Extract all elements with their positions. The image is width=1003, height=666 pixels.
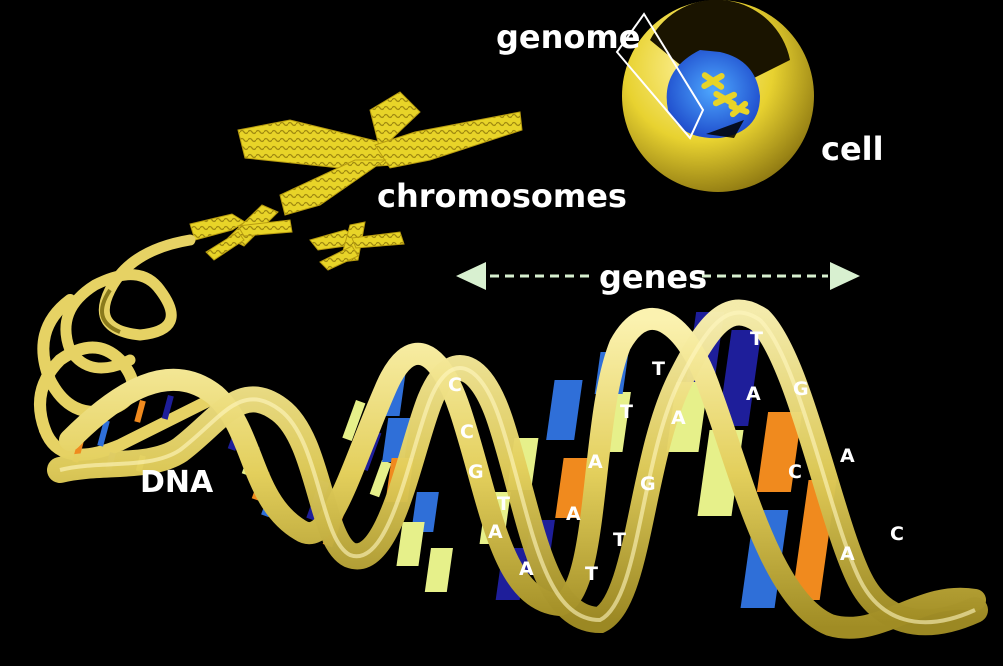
cell-illustration	[615, 0, 814, 192]
chromosomes-label: chromosomes	[377, 177, 627, 215]
base-letter: T	[620, 401, 633, 423]
helix-strand-back	[59, 308, 986, 639]
base-letter: A	[488, 521, 503, 543]
base-letter: A	[840, 543, 855, 565]
coiled-dna-tail	[34, 234, 216, 461]
base-block	[396, 522, 425, 566]
base-letter: T	[652, 358, 665, 380]
base-pair-rung	[342, 400, 366, 442]
base-letter: T	[613, 529, 626, 551]
base-letter: C	[460, 421, 474, 443]
base-block	[546, 380, 583, 440]
base-pair-rung	[134, 400, 146, 423]
base-block	[718, 330, 762, 426]
large-chromosome	[237, 91, 523, 216]
base-letter: T	[497, 493, 510, 515]
base-letter: T	[585, 563, 598, 585]
base-block	[424, 548, 453, 592]
base-pair-rung	[369, 460, 392, 498]
base-letter: A	[840, 445, 855, 467]
genome-label: genome	[496, 18, 640, 56]
cell-label: cell	[821, 130, 884, 168]
base-letter: A	[519, 558, 534, 580]
base-letter: G	[793, 378, 809, 400]
base-letter: C	[788, 461, 802, 483]
nucleus-chromosomes	[701, 72, 750, 118]
base-letter: C	[890, 523, 904, 545]
genes-arrow	[456, 262, 860, 290]
base-letter: A	[746, 383, 761, 405]
base-letter: G	[468, 461, 484, 483]
small-chromosome-2	[309, 221, 405, 271]
base-letter: T	[750, 328, 763, 350]
base-pair-rung	[97, 420, 110, 447]
small-chromosome-1	[189, 204, 293, 261]
base-letter: A	[671, 407, 686, 429]
base-letter: C	[448, 374, 462, 396]
base-letter: A	[588, 451, 603, 473]
base-block	[756, 412, 803, 492]
genes-label: genes	[599, 258, 707, 296]
base-pair-rung	[161, 395, 174, 420]
base-letter: A	[566, 503, 581, 525]
dna-double-helix	[47, 299, 988, 639]
base-letter: G	[640, 473, 656, 495]
dna-label: DNA	[140, 465, 214, 500]
